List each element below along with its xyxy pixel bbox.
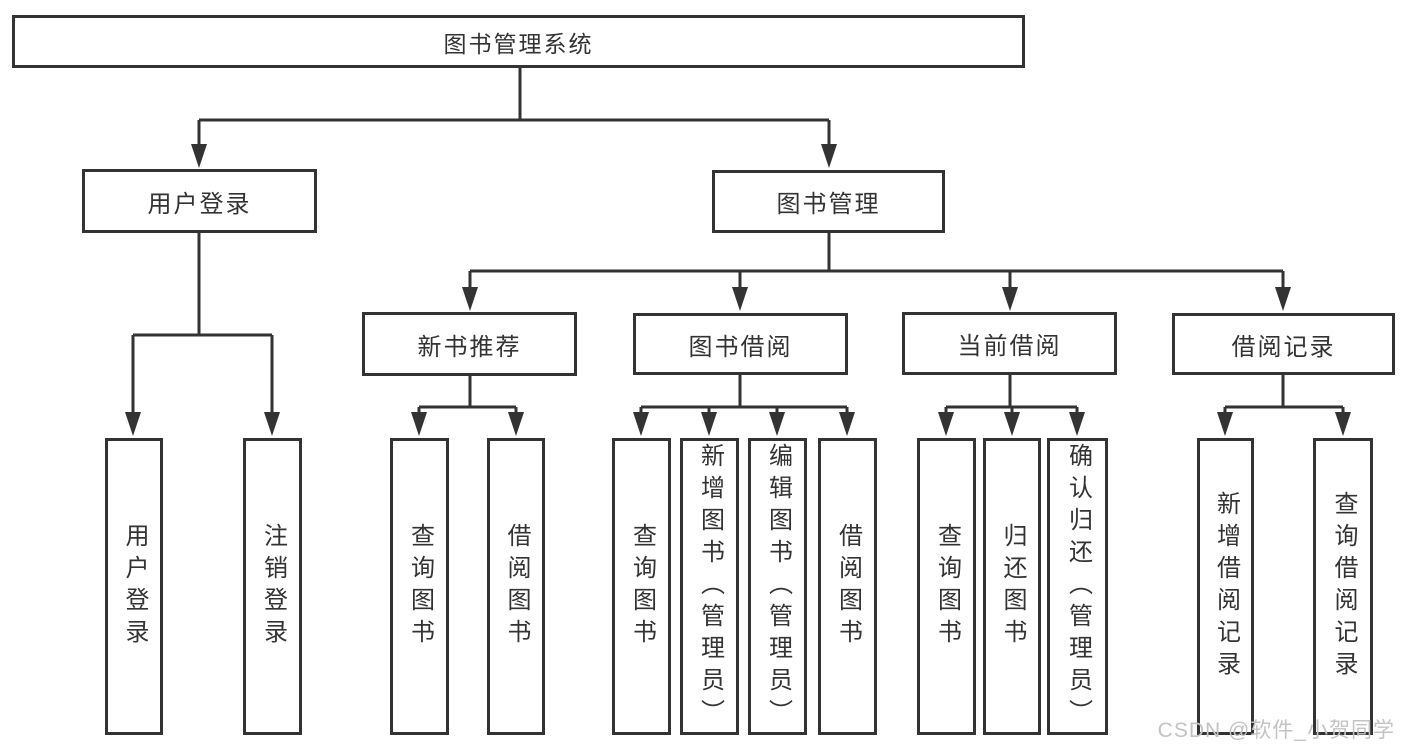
leaf-query-books-recommend-label: 查询图书 [406,522,434,651]
leaf-borrow-books-borrowing-label: 借阅图书 [834,522,862,651]
leaf-query-books-current: 查询图书 [917,438,976,735]
node-book-management: 图书管理 [712,170,945,233]
node-current-borrowing: 当前借阅 [902,312,1117,375]
leaf-query-books-borrowing-label: 查询图书 [628,522,656,651]
leaf-confirm-return-admin: 确认归还（管理员） [1047,438,1108,735]
node-new-book-recommendation: 新书推荐 [362,312,577,376]
leaf-query-books-recommend: 查询图书 [390,438,449,735]
leaf-borrow-books-borrowing: 借阅图书 [818,438,877,735]
node-book-borrowing: 图书借阅 [633,313,848,375]
leaf-borrow-books-recommend-label: 借阅图书 [503,522,530,651]
node-library-system: 图书管理系统 [12,15,1025,68]
leaf-return-book-label: 归还图书 [999,522,1026,651]
leaf-query-borrow-record: 查询借阅记录 [1313,438,1373,735]
leaf-borrow-books-recommend: 借阅图书 [487,438,545,735]
leaf-return-book: 归还图书 [983,438,1041,735]
node-borrowing-records: 借阅记录 [1172,313,1395,375]
leaf-logout: 注销登录 [243,438,302,735]
leaf-edit-book-admin-label: 编辑图书（管理员） [764,442,792,731]
leaf-query-books-current-label: 查询图书 [933,522,961,651]
leaf-add-book-admin-label: 新增图书（管理员） [696,442,724,731]
leaf-add-book-admin: 新增图书（管理员） [680,438,739,735]
leaf-logout-label: 注销登录 [259,522,287,651]
csdn-watermark: CSDN @软件_小贺同学 [1157,719,1395,742]
leaf-add-borrow-record-label: 新增借阅记录 [1212,490,1240,683]
leaf-user-login: 用户登录 [105,438,163,735]
leaf-query-books-borrowing: 查询图书 [612,438,671,735]
leaf-add-borrow-record: 新增借阅记录 [1197,438,1254,735]
leaf-user-login-label: 用户登录 [121,522,148,651]
leaf-edit-book-admin: 编辑图书（管理员） [748,438,807,735]
node-user-login: 用户登录 [82,169,317,233]
leaf-confirm-return-admin-label: 确认归还（管理员） [1064,442,1092,731]
leaf-query-borrow-record-label: 查询借阅记录 [1330,490,1357,683]
